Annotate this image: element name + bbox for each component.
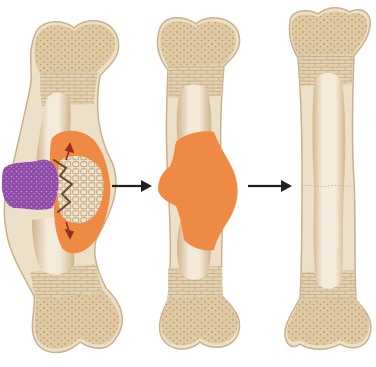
arrow-2	[248, 180, 292, 192]
bone-stage-2-head-bottom	[161, 296, 237, 345]
arrow-1	[112, 180, 152, 192]
bone-stage-3-cavity	[313, 73, 346, 289]
bone-stage-1	[2, 21, 122, 353]
bone-stage-2-head-top	[160, 21, 236, 66]
bone-stage-2	[158, 18, 240, 349]
bone-stage-1-head-bottom	[35, 292, 120, 349]
hematoma	[2, 160, 59, 210]
bone-stage-3-head-top	[291, 11, 367, 56]
bone-stage-3	[285, 8, 371, 350]
bone-stage-3-head-bottom	[287, 298, 369, 345]
